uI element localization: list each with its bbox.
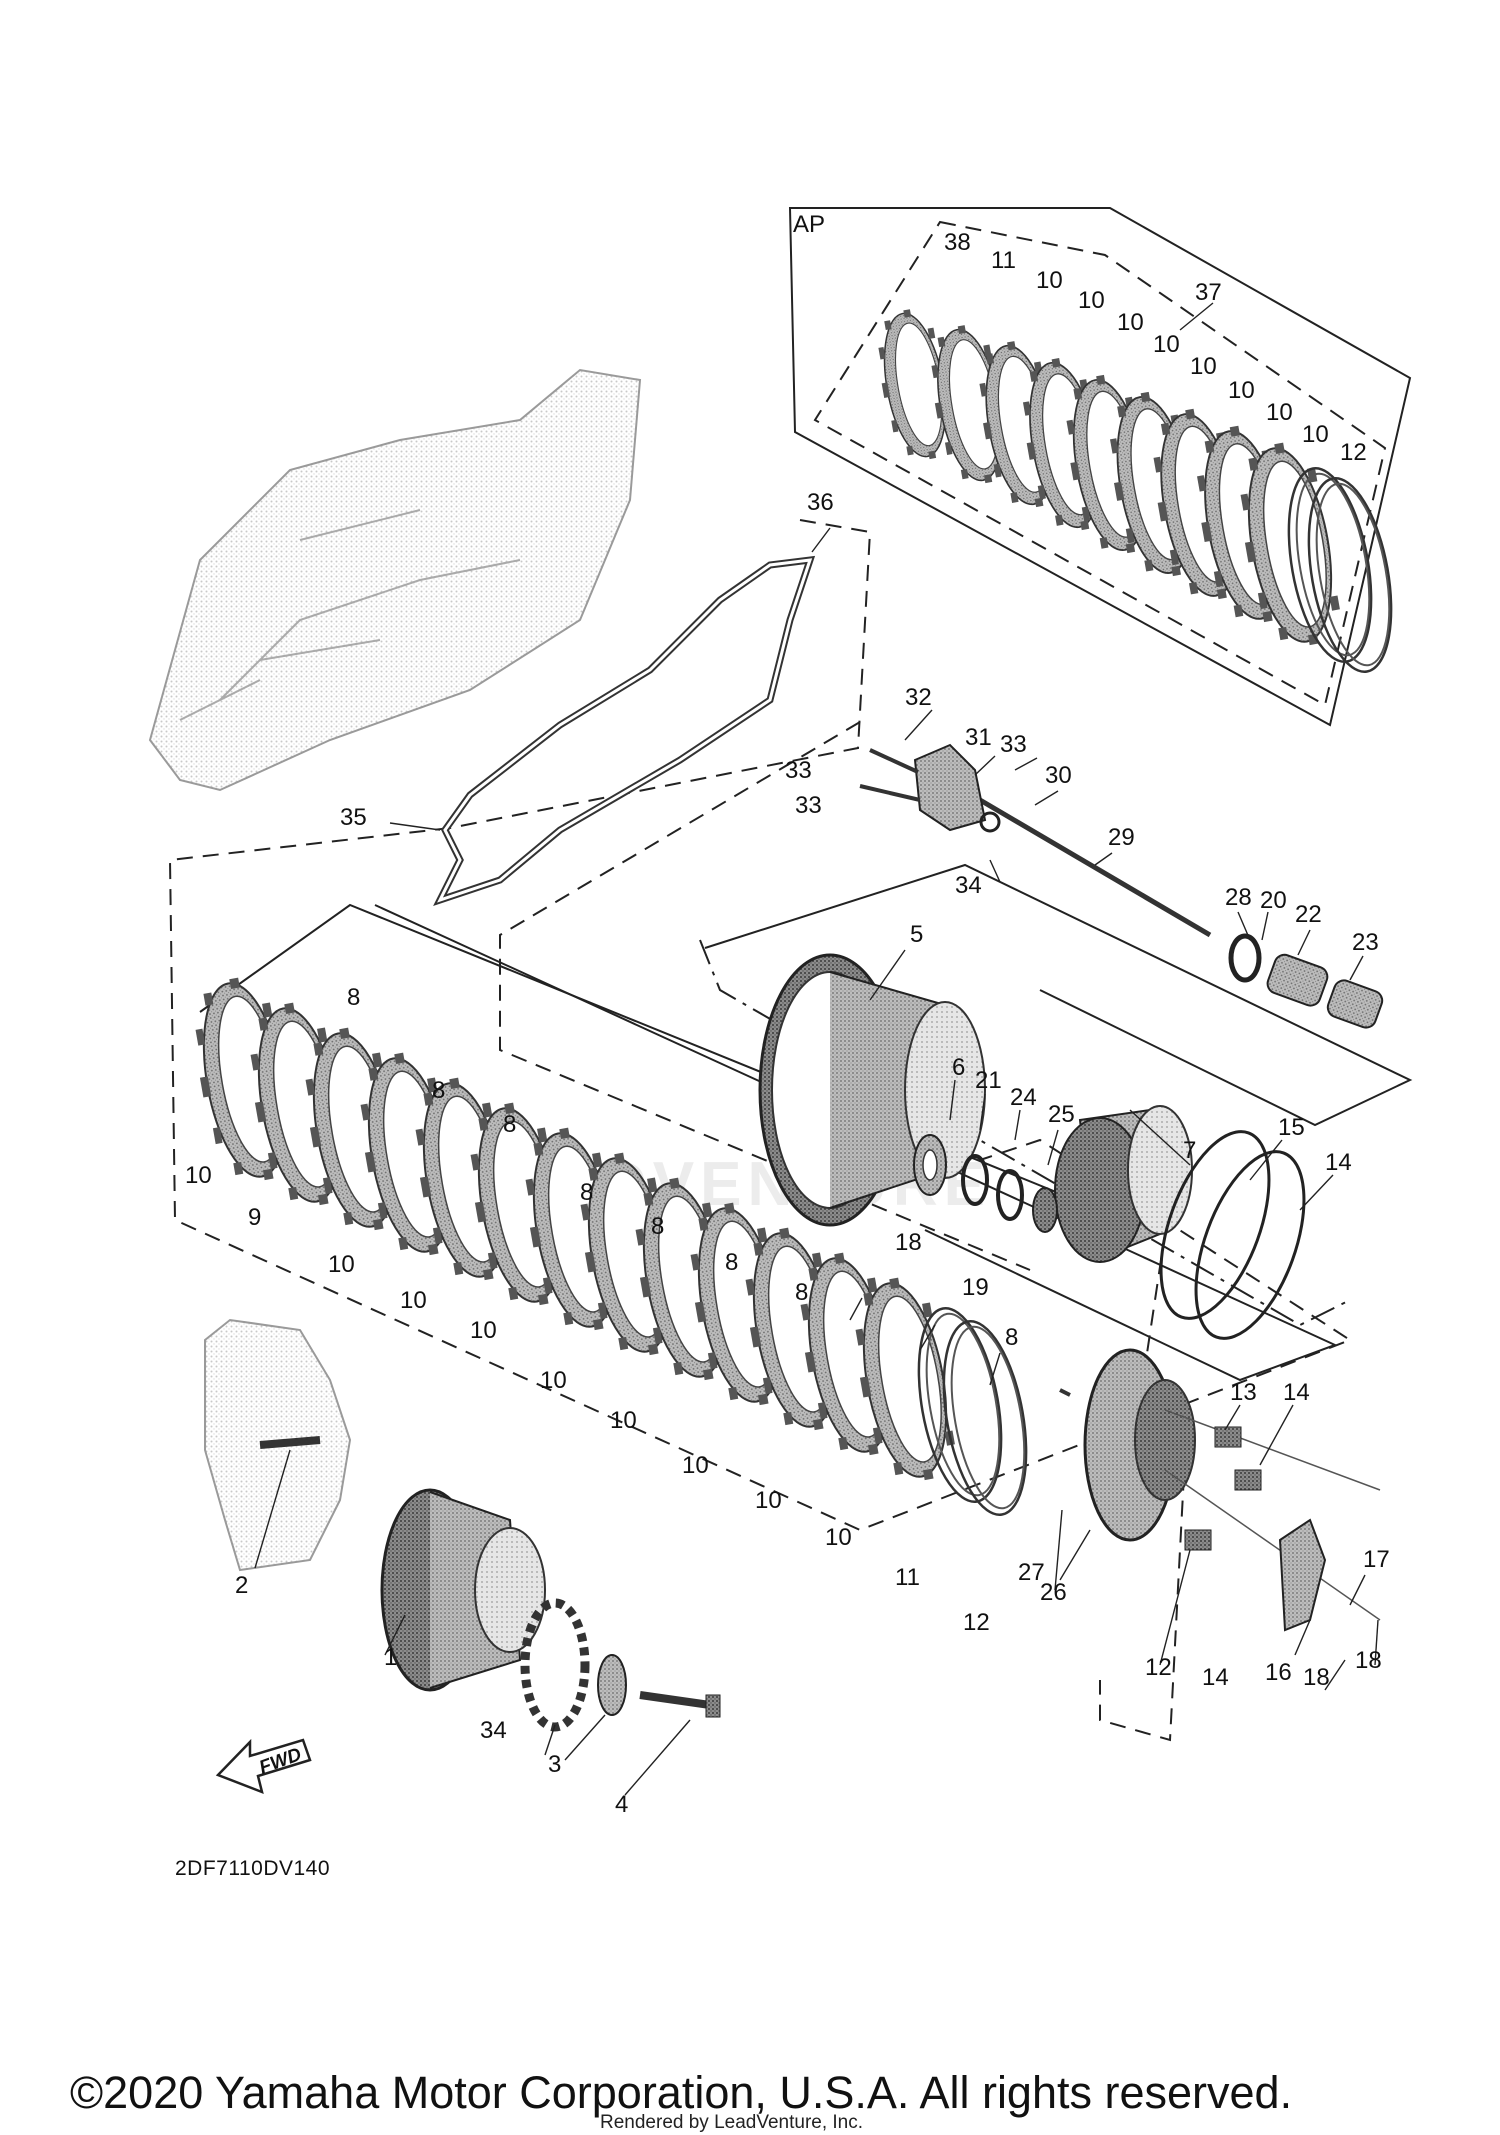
callout-30: 29 <box>1108 824 1135 851</box>
callout-17: 16 <box>1265 1659 1292 1686</box>
washers <box>913 1134 1058 1233</box>
callout-18a: 17 <box>1363 1546 1390 1573</box>
callout-12a: 11 <box>895 1564 920 1591</box>
callout-6: 6 <box>952 1054 965 1081</box>
callout-21: 20 <box>1260 887 1287 914</box>
fwd-label: FWD <box>257 1744 305 1779</box>
callout-ap-10a: 11 <box>991 247 1016 274</box>
callout-13: 12 <box>1145 1654 1172 1681</box>
callout-29: 28 <box>1225 884 1252 911</box>
callout-12b: 12 <box>963 1609 990 1636</box>
callout-10f: 10 <box>610 1407 637 1434</box>
callout-10a: 9 <box>248 1204 261 1231</box>
release-mechanism <box>859 743 1001 833</box>
callout-26: 25 <box>1048 1101 1075 1128</box>
diagram-code: 2DF7110DV140 <box>175 1857 330 1880</box>
callout-19: 18 <box>895 1229 922 1256</box>
callout-33a: 32 <box>905 684 932 711</box>
callout-14c: 14 <box>1202 1664 1229 1691</box>
callout-4: 4 <box>615 1791 628 1818</box>
callout-1: 1 <box>384 1644 397 1671</box>
callout-23: 22 <box>1295 901 1322 928</box>
leader-lines <box>254 302 1379 1796</box>
callout-28: 27 <box>1018 1559 1045 1586</box>
callout-10g: 10 <box>682 1452 709 1479</box>
callout-14b: 14 <box>1283 1379 1310 1406</box>
callout-ap-10g: 10 <box>1228 377 1255 404</box>
callout-ap-10h: 10 <box>1266 399 1293 426</box>
callout-18c: 18 <box>1303 1664 1330 1691</box>
callout-36: 35 <box>340 804 367 831</box>
damper-plate <box>520 1598 721 1732</box>
callout-8f: 8 <box>725 1249 738 1276</box>
callout-15: 14 <box>1325 1149 1352 1176</box>
shaft-pin <box>259 1436 321 1449</box>
callout-8d: 8 <box>580 1179 593 1206</box>
callout-20: 19 <box>962 1274 989 1301</box>
callout-8a: 8 <box>347 984 360 1011</box>
callout-16: 15 <box>1278 1114 1305 1141</box>
ap-plate-stack <box>869 305 1406 680</box>
callout-10e: 10 <box>540 1367 567 1394</box>
callout-10i: 10 <box>825 1524 852 1551</box>
pressure-plate <box>1059 1348 1381 1632</box>
callout-ap-11: 38 <box>944 229 971 256</box>
callout-9: 8 <box>1005 1324 1018 1351</box>
callout-33c: 33 <box>795 792 822 819</box>
ap-label: AP <box>793 211 825 238</box>
crankcase-gasket <box>433 555 816 906</box>
callout-11: 10 <box>185 1162 212 1189</box>
callout-34b: 34 <box>955 872 982 899</box>
callout-10h: 10 <box>755 1487 782 1514</box>
callout-ap-10c: 10 <box>1078 287 1105 314</box>
callout-8c: 8 <box>503 1111 516 1138</box>
callout-7: 7 <box>1183 1137 1196 1164</box>
callout-33b: 33 <box>785 757 812 784</box>
callout-ap-10d: 10 <box>1117 309 1144 336</box>
callout-8g: 8 <box>795 1279 808 1306</box>
callout-38: 37 <box>1195 279 1222 306</box>
callout-10d: 10 <box>470 1317 497 1344</box>
callout-37: 36 <box>807 489 834 516</box>
callout-34a: 33 <box>1000 731 1027 758</box>
callout-5: 5 <box>910 921 923 948</box>
copyright-text: ©2020 Yamaha Motor Corporation, U.S.A. A… <box>70 2067 1292 2118</box>
push-rod-assembly <box>978 797 1384 1029</box>
callout-ap-12b: 12 <box>1340 439 1367 466</box>
callout-3: 3 <box>548 1751 561 1778</box>
callout-35: 34 <box>480 1717 507 1744</box>
callout-25: 24 <box>1010 1084 1037 1111</box>
callout-labels: 1 2 3 4 5 6 7 8 8 8 8 8 8 8 8 9 10 10 10… <box>185 229 1390 1818</box>
callout-14a: 13 <box>1230 1379 1257 1406</box>
rendered-by-text: Rendered by LeadVenture, Inc. <box>600 2112 863 2133</box>
callout-27: 26 <box>1040 1579 1067 1606</box>
fwd-arrow-icon: FWD <box>215 1738 312 1795</box>
callout-31: 30 <box>1045 762 1072 789</box>
callout-22: 21 <box>975 1067 1002 1094</box>
callout-32: 31 <box>965 724 992 751</box>
primary-gear <box>380 1488 546 1692</box>
callout-ap-10f: 10 <box>1190 353 1217 380</box>
callout-10c: 10 <box>400 1287 427 1314</box>
wire-rings <box>1159 1130 1306 1340</box>
clutch-boss <box>1054 1105 1193 1263</box>
callout-24: 23 <box>1352 929 1379 956</box>
callout-ap-10b: 10 <box>1036 267 1063 294</box>
callout-8b: 8 <box>432 1077 445 1104</box>
callout-8e: 8 <box>651 1213 664 1240</box>
callout-18b: 18 <box>1355 1647 1382 1674</box>
callout-ap-12a: 10 <box>1302 421 1329 448</box>
callout-10b: 10 <box>328 1251 355 1278</box>
callout-2: 2 <box>235 1572 248 1599</box>
callout-ap-10e: 10 <box>1153 331 1180 358</box>
clutch-housing <box>758 953 986 1227</box>
